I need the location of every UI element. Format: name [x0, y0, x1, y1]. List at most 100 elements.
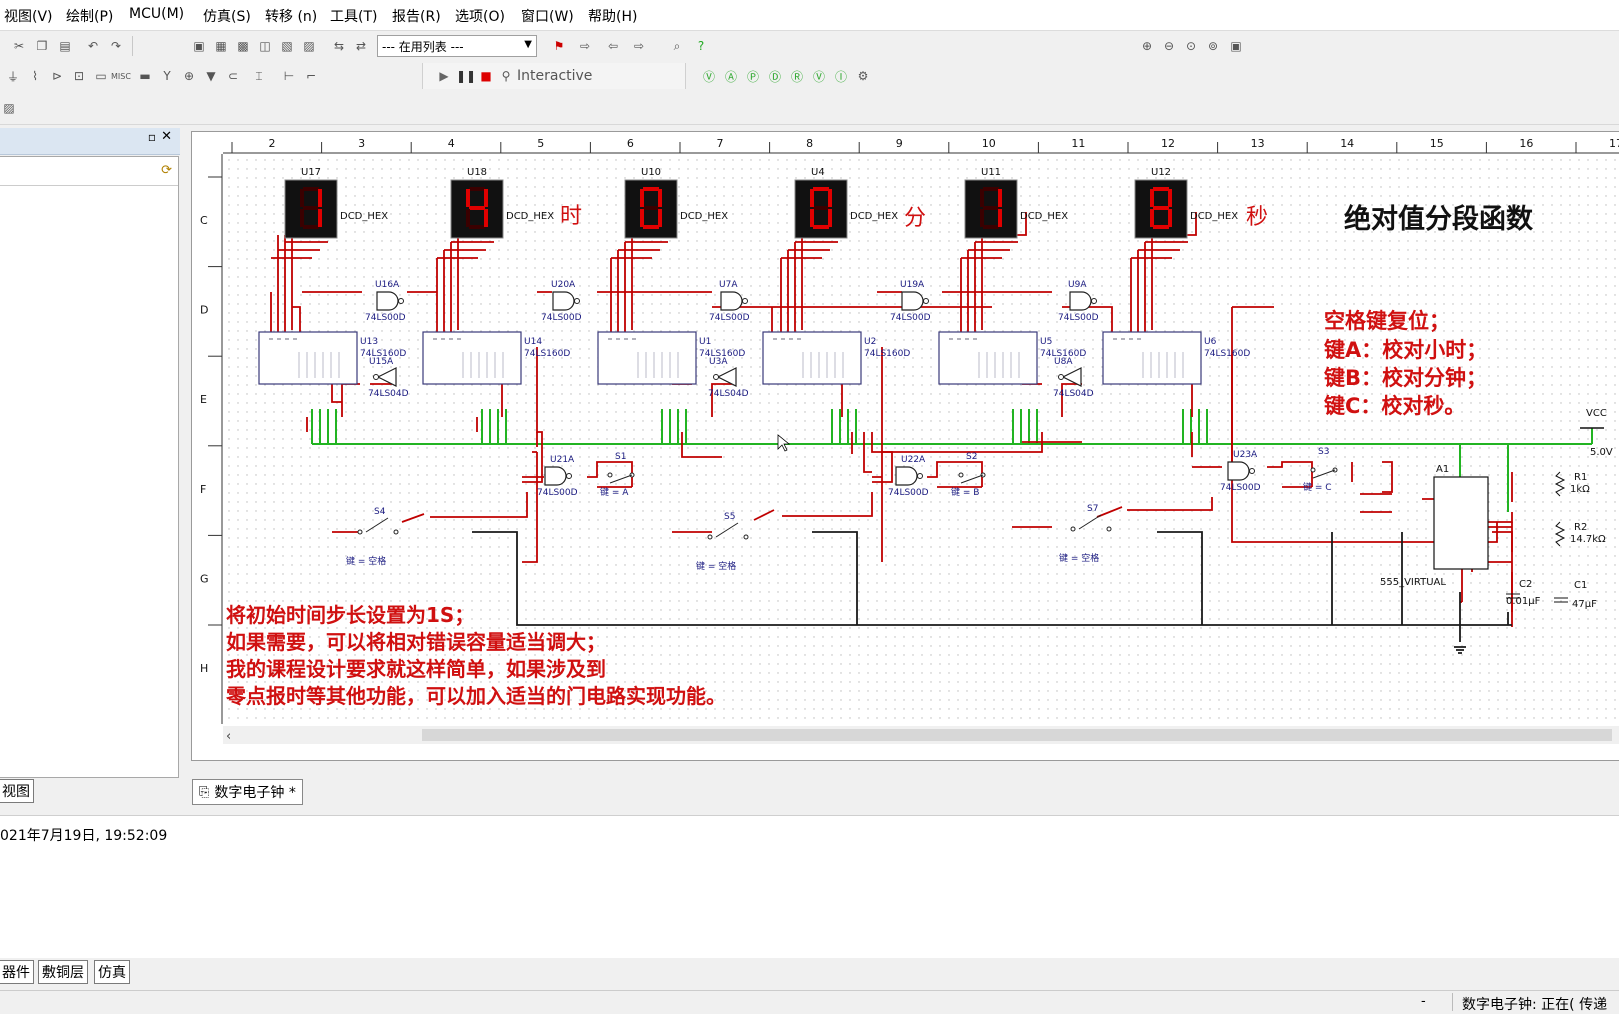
- tab-document[interactable]: ⎘ 数字电子钟 *: [192, 779, 303, 805]
- database-icon[interactable]: ▩: [237, 39, 249, 53]
- timer-555[interactable]: [1433, 476, 1489, 570]
- capacitor-c2[interactable]: [1506, 593, 1520, 599]
- key-switch[interactable]: S1键 = A: [600, 452, 635, 498]
- forward-icon[interactable]: ⇨: [633, 39, 645, 53]
- tab-view[interactable]: 视图: [0, 779, 34, 803]
- menu-mcu[interactable]: MCU(M): [129, 6, 185, 22]
- basic-icon[interactable]: ⌇: [32, 69, 38, 83]
- tab-components[interactable]: 器件: [0, 960, 34, 984]
- diode-icon[interactable]: ⊳: [51, 69, 63, 83]
- annotate-icon[interactable]: ⇆: [333, 39, 345, 53]
- wire-icon[interactable]: ⌐: [305, 69, 317, 83]
- resistor-r2[interactable]: [1554, 521, 1566, 547]
- zoom-fit-icon[interactable]: ⊚: [1207, 39, 1219, 53]
- probe-p-icon[interactable]: Ⓟ: [746, 69, 759, 84]
- minimize-icon[interactable]: ▫: [147, 130, 156, 144]
- menu-reports[interactable]: 报告(R): [392, 9, 441, 25]
- menu-transfer[interactable]: 转移 (n): [265, 9, 318, 25]
- menu-window[interactable]: 窗口(W): [521, 9, 574, 25]
- fullscreen-icon[interactable]: ▣: [1230, 39, 1242, 53]
- probe-v-icon[interactable]: Ⓥ: [702, 69, 715, 84]
- menu-view[interactable]: 视图(V): [4, 9, 53, 25]
- space-switch[interactable]: S7键 = 空格: [1059, 504, 1112, 564]
- search-icon[interactable]: ⌕: [673, 38, 681, 53]
- copy-icon[interactable]: ❐: [36, 39, 48, 53]
- tab-copper-layers[interactable]: 敷铜层: [38, 960, 88, 984]
- rf-icon[interactable]: Y: [163, 69, 171, 83]
- probe-a-icon[interactable]: Ⓐ: [724, 69, 737, 84]
- run-icon[interactable]: ▶: [439, 69, 449, 83]
- capacitor-c1[interactable]: [1554, 597, 1568, 603]
- h-scrollbar-thumb[interactable]: [422, 729, 1612, 741]
- paste-icon[interactable]: ▤: [59, 39, 71, 53]
- pause-icon[interactable]: ❚❚: [455, 69, 477, 83]
- menu-place[interactable]: 绘制(P): [66, 9, 114, 25]
- menu-tools[interactable]: 工具(T): [330, 9, 378, 25]
- transistor-icon[interactable]: ⊡: [73, 69, 85, 83]
- key-switch[interactable]: S2键 = B: [951, 452, 986, 498]
- menu-help[interactable]: 帮助(H): [588, 9, 638, 25]
- zoom-area-icon[interactable]: ⊙: [1185, 39, 1197, 53]
- zoom-out-icon[interactable]: ⊖: [1163, 39, 1175, 53]
- close-icon[interactable]: ✕: [161, 129, 172, 144]
- grapher-icon[interactable]: ◫: [259, 39, 271, 53]
- sim-mode-label[interactable]: Interactive: [517, 68, 593, 84]
- help-icon[interactable]: ?: [697, 39, 705, 53]
- instrument-icon[interactable]: ▨: [3, 101, 15, 115]
- indicator-icon[interactable]: ▬: [139, 69, 151, 83]
- back-annotate-icon[interactable]: ⇄: [355, 39, 367, 53]
- design-toolbox-icon[interactable]: ▣: [193, 39, 205, 53]
- menu-simulate[interactable]: 仿真(S): [203, 9, 251, 25]
- in-use-list-dropdown[interactable]: --- 在用列表 --- ▼: [377, 35, 537, 57]
- probe-digital-icon[interactable]: Ⓥ: [812, 69, 825, 84]
- refresh-icon[interactable]: ⟳: [161, 163, 172, 178]
- component-wizard-icon[interactable]: ▨: [303, 39, 315, 53]
- hierarchical-icon[interactable]: ⊂: [227, 69, 239, 83]
- misc-icon[interactable]: MISC: [111, 71, 131, 81]
- undo-icon[interactable]: ↶: [87, 39, 99, 53]
- probe-current-icon[interactable]: Ⓘ: [834, 69, 847, 84]
- scroll-left-icon[interactable]: ‹: [226, 729, 231, 744]
- key-switch[interactable]: S3键 = C: [1303, 447, 1338, 493]
- space-switch[interactable]: S5键 = 空格: [696, 512, 749, 572]
- probe-diff-icon[interactable]: Ⓓ: [768, 69, 781, 84]
- probe-ref-icon[interactable]: Ⓡ: [790, 69, 803, 84]
- postprocessor-icon[interactable]: ▧: [281, 39, 293, 53]
- tab-simulation[interactable]: 仿真: [94, 960, 130, 984]
- zoom-in-icon[interactable]: ⊕: [1141, 39, 1153, 53]
- erc-icon[interactable]: ⚑: [553, 39, 565, 53]
- settings-gear-icon[interactable]: ⚙: [857, 69, 869, 83]
- back-icon[interactable]: ⇦: [607, 39, 619, 53]
- junction-icon[interactable]: ⊢: [283, 69, 295, 83]
- redo-icon[interactable]: ↷: [110, 39, 122, 53]
- menu-options[interactable]: 选项(O): [455, 9, 505, 25]
- bus-icon[interactable]: ⌶: [255, 68, 263, 83]
- resistor-r1[interactable]: [1554, 471, 1566, 497]
- transfer-icon[interactable]: ⇨: [579, 39, 591, 53]
- source-icon[interactable]: ⏚: [6, 69, 19, 84]
